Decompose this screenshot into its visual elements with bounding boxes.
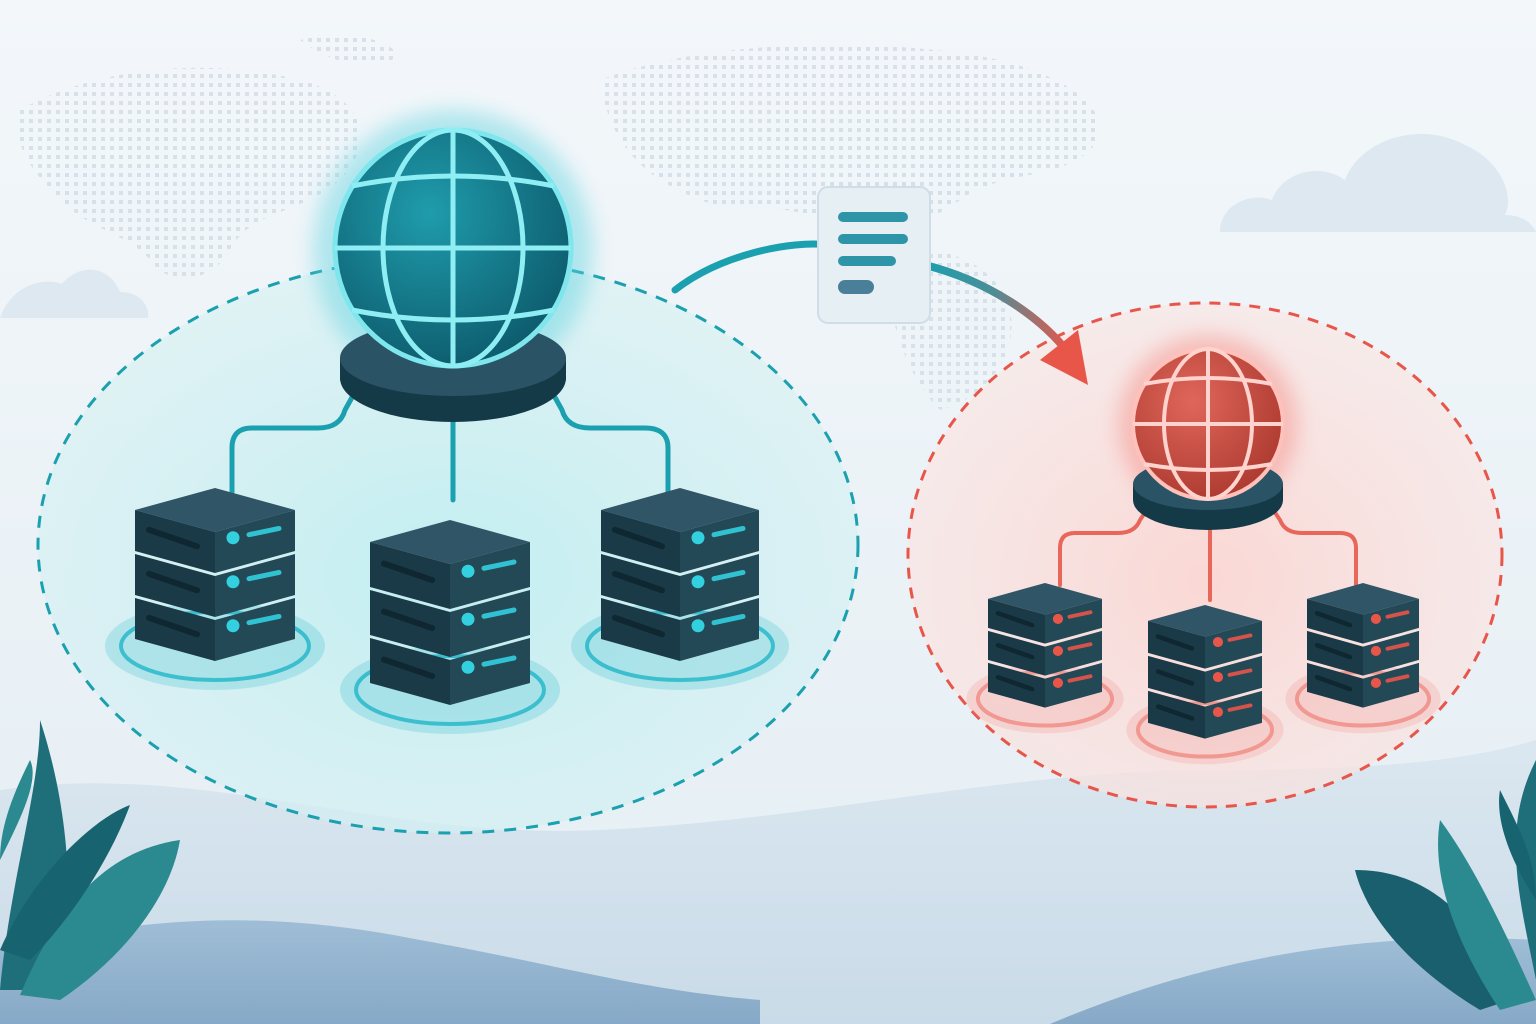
server-racks — [105, 488, 1441, 765]
plant-left — [0, 720, 180, 1000]
world-map-dots — [17, 35, 1100, 410]
target-hub — [1118, 335, 1298, 530]
server-icon — [966, 583, 1124, 734]
server-icon — [1285, 583, 1441, 734]
plant-right — [1355, 760, 1536, 1010]
globe-icon — [332, 127, 574, 369]
source-hub — [313, 110, 593, 422]
server-icon — [1126, 605, 1284, 765]
globe-icon — [1131, 347, 1285, 501]
server-icon — [571, 488, 789, 690]
arrow-head-icon — [1040, 330, 1088, 385]
server-icon — [340, 520, 560, 734]
hill-front — [0, 920, 760, 1024]
document-icon — [817, 186, 931, 324]
cloud-icon — [0, 133, 1536, 318]
migration-arrow — [671, 240, 1088, 385]
server-icon — [105, 488, 325, 690]
